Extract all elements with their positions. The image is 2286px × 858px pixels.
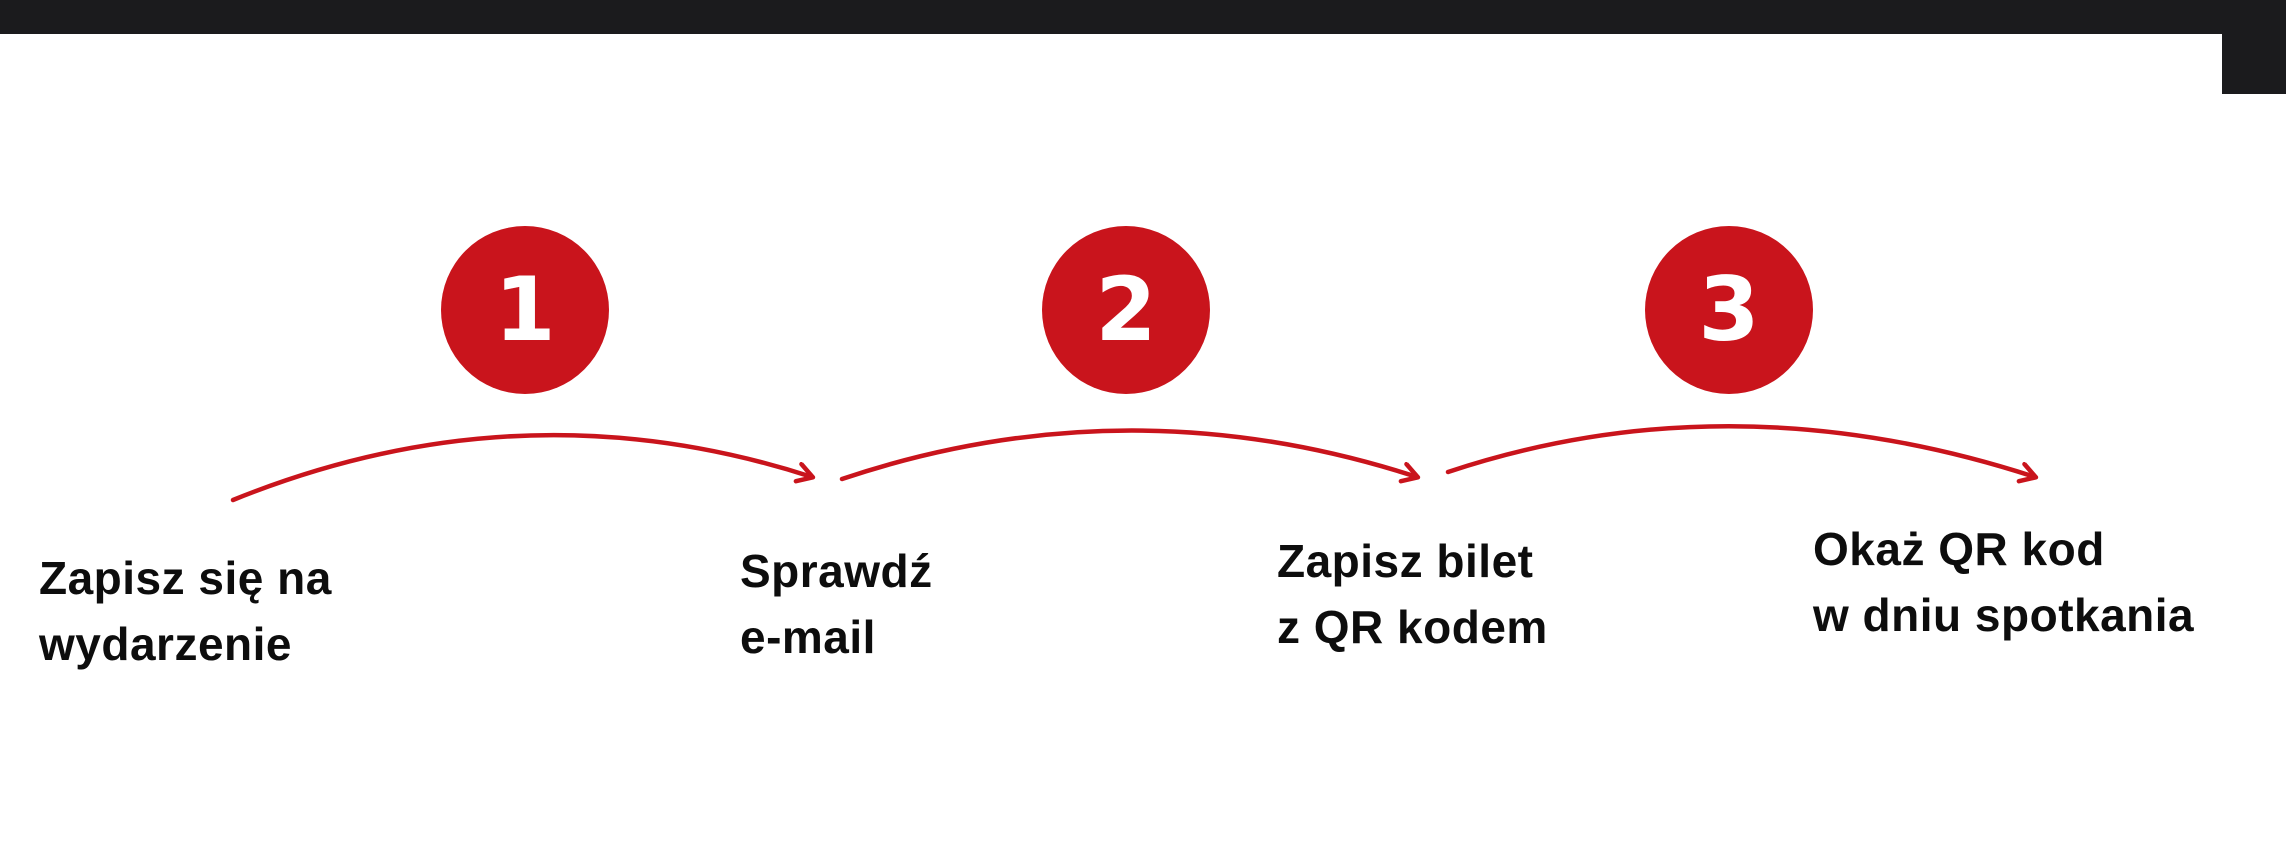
- step-label-save-ticket-line1: Zapisz bilet: [1277, 535, 1534, 587]
- arrow-step-3: [1445, 423, 2035, 477]
- arrow-step-1: [230, 432, 812, 503]
- step-label-show-qr: Okaż QR kod w dniu spotkania: [1813, 516, 2194, 648]
- step-label-check-email-line2: e-mail: [740, 611, 876, 663]
- step-label-check-email: Sprawdź e-mail: [740, 538, 933, 670]
- window-top-bar: [0, 0, 2286, 34]
- arrow-step-2: [839, 428, 1417, 479]
- step-label-save-ticket-line2: z QR kodem: [1277, 601, 1548, 653]
- step-label-signup: Zapisz się na wydarzenie: [39, 545, 332, 677]
- step-badge-2: 2: [1042, 226, 1210, 394]
- step-badge-1: 1: [441, 226, 609, 394]
- step-label-signup-line1: Zapisz się na: [39, 552, 332, 604]
- step-label-check-email-line1: Sprawdź: [740, 545, 933, 597]
- step-badge-3: 3: [1645, 226, 1813, 394]
- scrollbar-corner[interactable]: [2222, 0, 2286, 94]
- step-label-signup-line2: wydarzenie: [39, 618, 292, 670]
- step-label-show-qr-line2: w dniu spotkania: [1813, 589, 2195, 641]
- step-label-save-ticket: Zapisz bilet z QR kodem: [1277, 528, 1548, 660]
- step-label-show-qr-line1: Okaż QR kod: [1813, 523, 2105, 575]
